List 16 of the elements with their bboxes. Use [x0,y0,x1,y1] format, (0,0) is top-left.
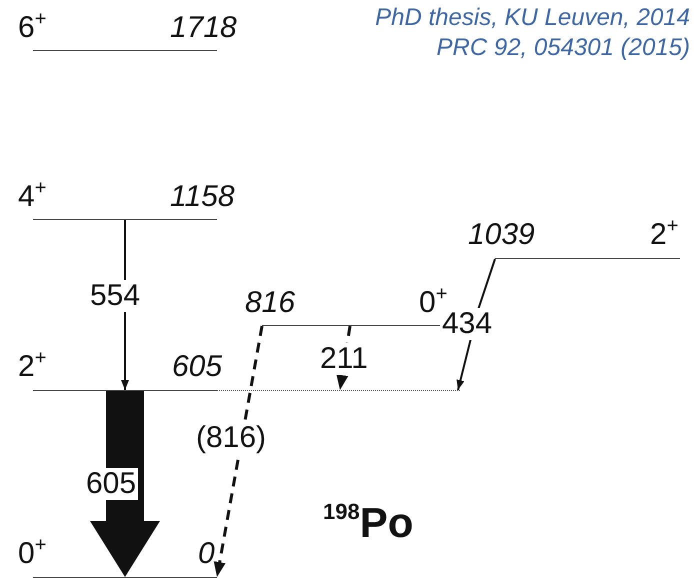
spin-label: 4$^{+}$ [18,181,46,213]
spin-label: 2$^{+}$ [650,219,678,251]
energy-label: 1718 [170,12,237,44]
energy-label: 605 [172,351,222,383]
reference-note: PRC 92, 054301 (2015) [436,34,690,62]
energy-label: 816 [245,287,296,319]
spin-label: 6$^{+}$ [18,12,46,44]
energy-label: 0 [198,538,215,570]
reference-note: PhD thesis, KU Leuven, 2014 [375,4,690,32]
energy-label: 1039 [468,219,535,251]
spin-label: 0$^{+}$ [18,538,46,570]
nucleus-title: $^{198}$Po [323,498,414,548]
edge-label: 434 [440,308,494,340]
energy-label: 1158 [170,181,235,213]
edge-label: 554 [88,280,142,312]
spin-label: 2$^{+}$ [18,351,46,383]
